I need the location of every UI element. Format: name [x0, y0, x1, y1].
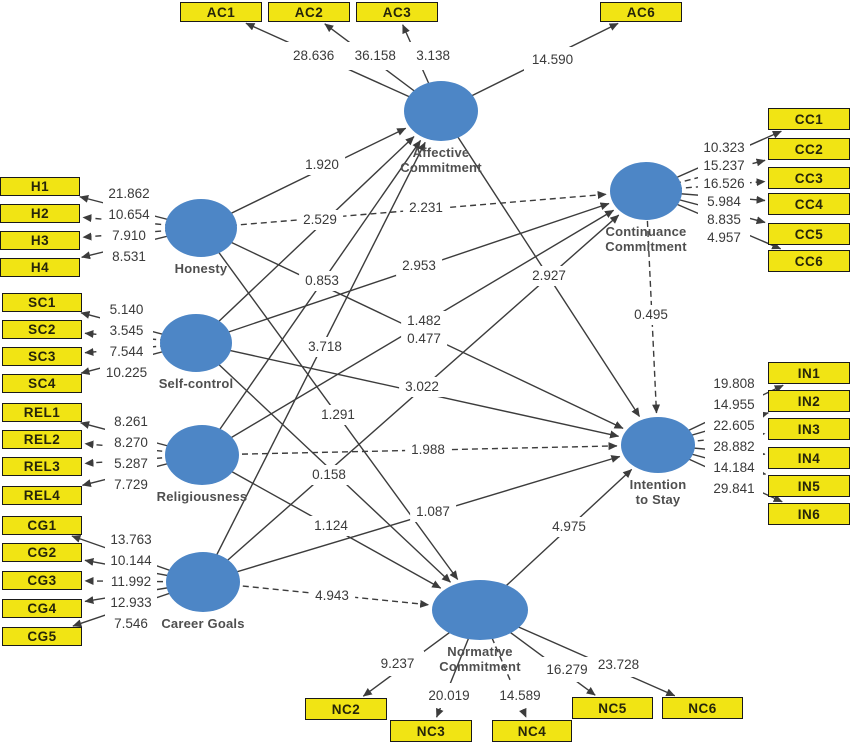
edge-IS-IN3	[657, 430, 766, 446]
edge-CG-NC	[202, 581, 430, 608]
edge-REL-CC	[201, 209, 615, 456]
edge-CG-CG2	[84, 557, 204, 583]
edge-CC-IS	[645, 190, 661, 414]
edge-REL-IS	[201, 442, 618, 456]
edge-H-CC	[200, 191, 607, 229]
edge-H-H4	[81, 227, 202, 260]
edge-AC-IS	[440, 110, 641, 417]
edge-REL-REL1	[80, 421, 203, 456]
edge-REL-REL2	[84, 440, 203, 456]
edge-H-H2	[82, 214, 202, 229]
edge-NC-NC4	[479, 609, 527, 718]
edge-REL-AC	[201, 140, 422, 456]
edge-CG-IS	[202, 455, 621, 583]
edge-CG-AC	[202, 141, 426, 583]
edge-CG-CG3	[84, 576, 204, 585]
edge-NC-NC6	[479, 609, 676, 697]
edge-SC-AC	[195, 136, 415, 344]
edge-CG-CG1	[71, 535, 204, 583]
edge-CG-CG5	[72, 581, 204, 628]
edge-AC-AC6	[440, 22, 619, 112]
edge-AC-AC2	[324, 23, 442, 112]
edge-IS-IN2	[657, 411, 769, 446]
edge-REL-REL4	[81, 454, 203, 488]
edge-SC-IS	[195, 342, 620, 439]
edge-CG-CG4	[84, 581, 204, 604]
edge-SC-SC4	[80, 342, 197, 375]
edge-IS-IN1	[657, 384, 784, 446]
edge-H-H1	[79, 194, 202, 229]
edge-AC-AC1	[245, 22, 442, 112]
edge-SC-SC1	[80, 311, 197, 344]
edge-SC-NC	[195, 342, 451, 583]
edge-NC-IS	[479, 468, 633, 611]
edge-AC-AC3	[402, 24, 442, 112]
